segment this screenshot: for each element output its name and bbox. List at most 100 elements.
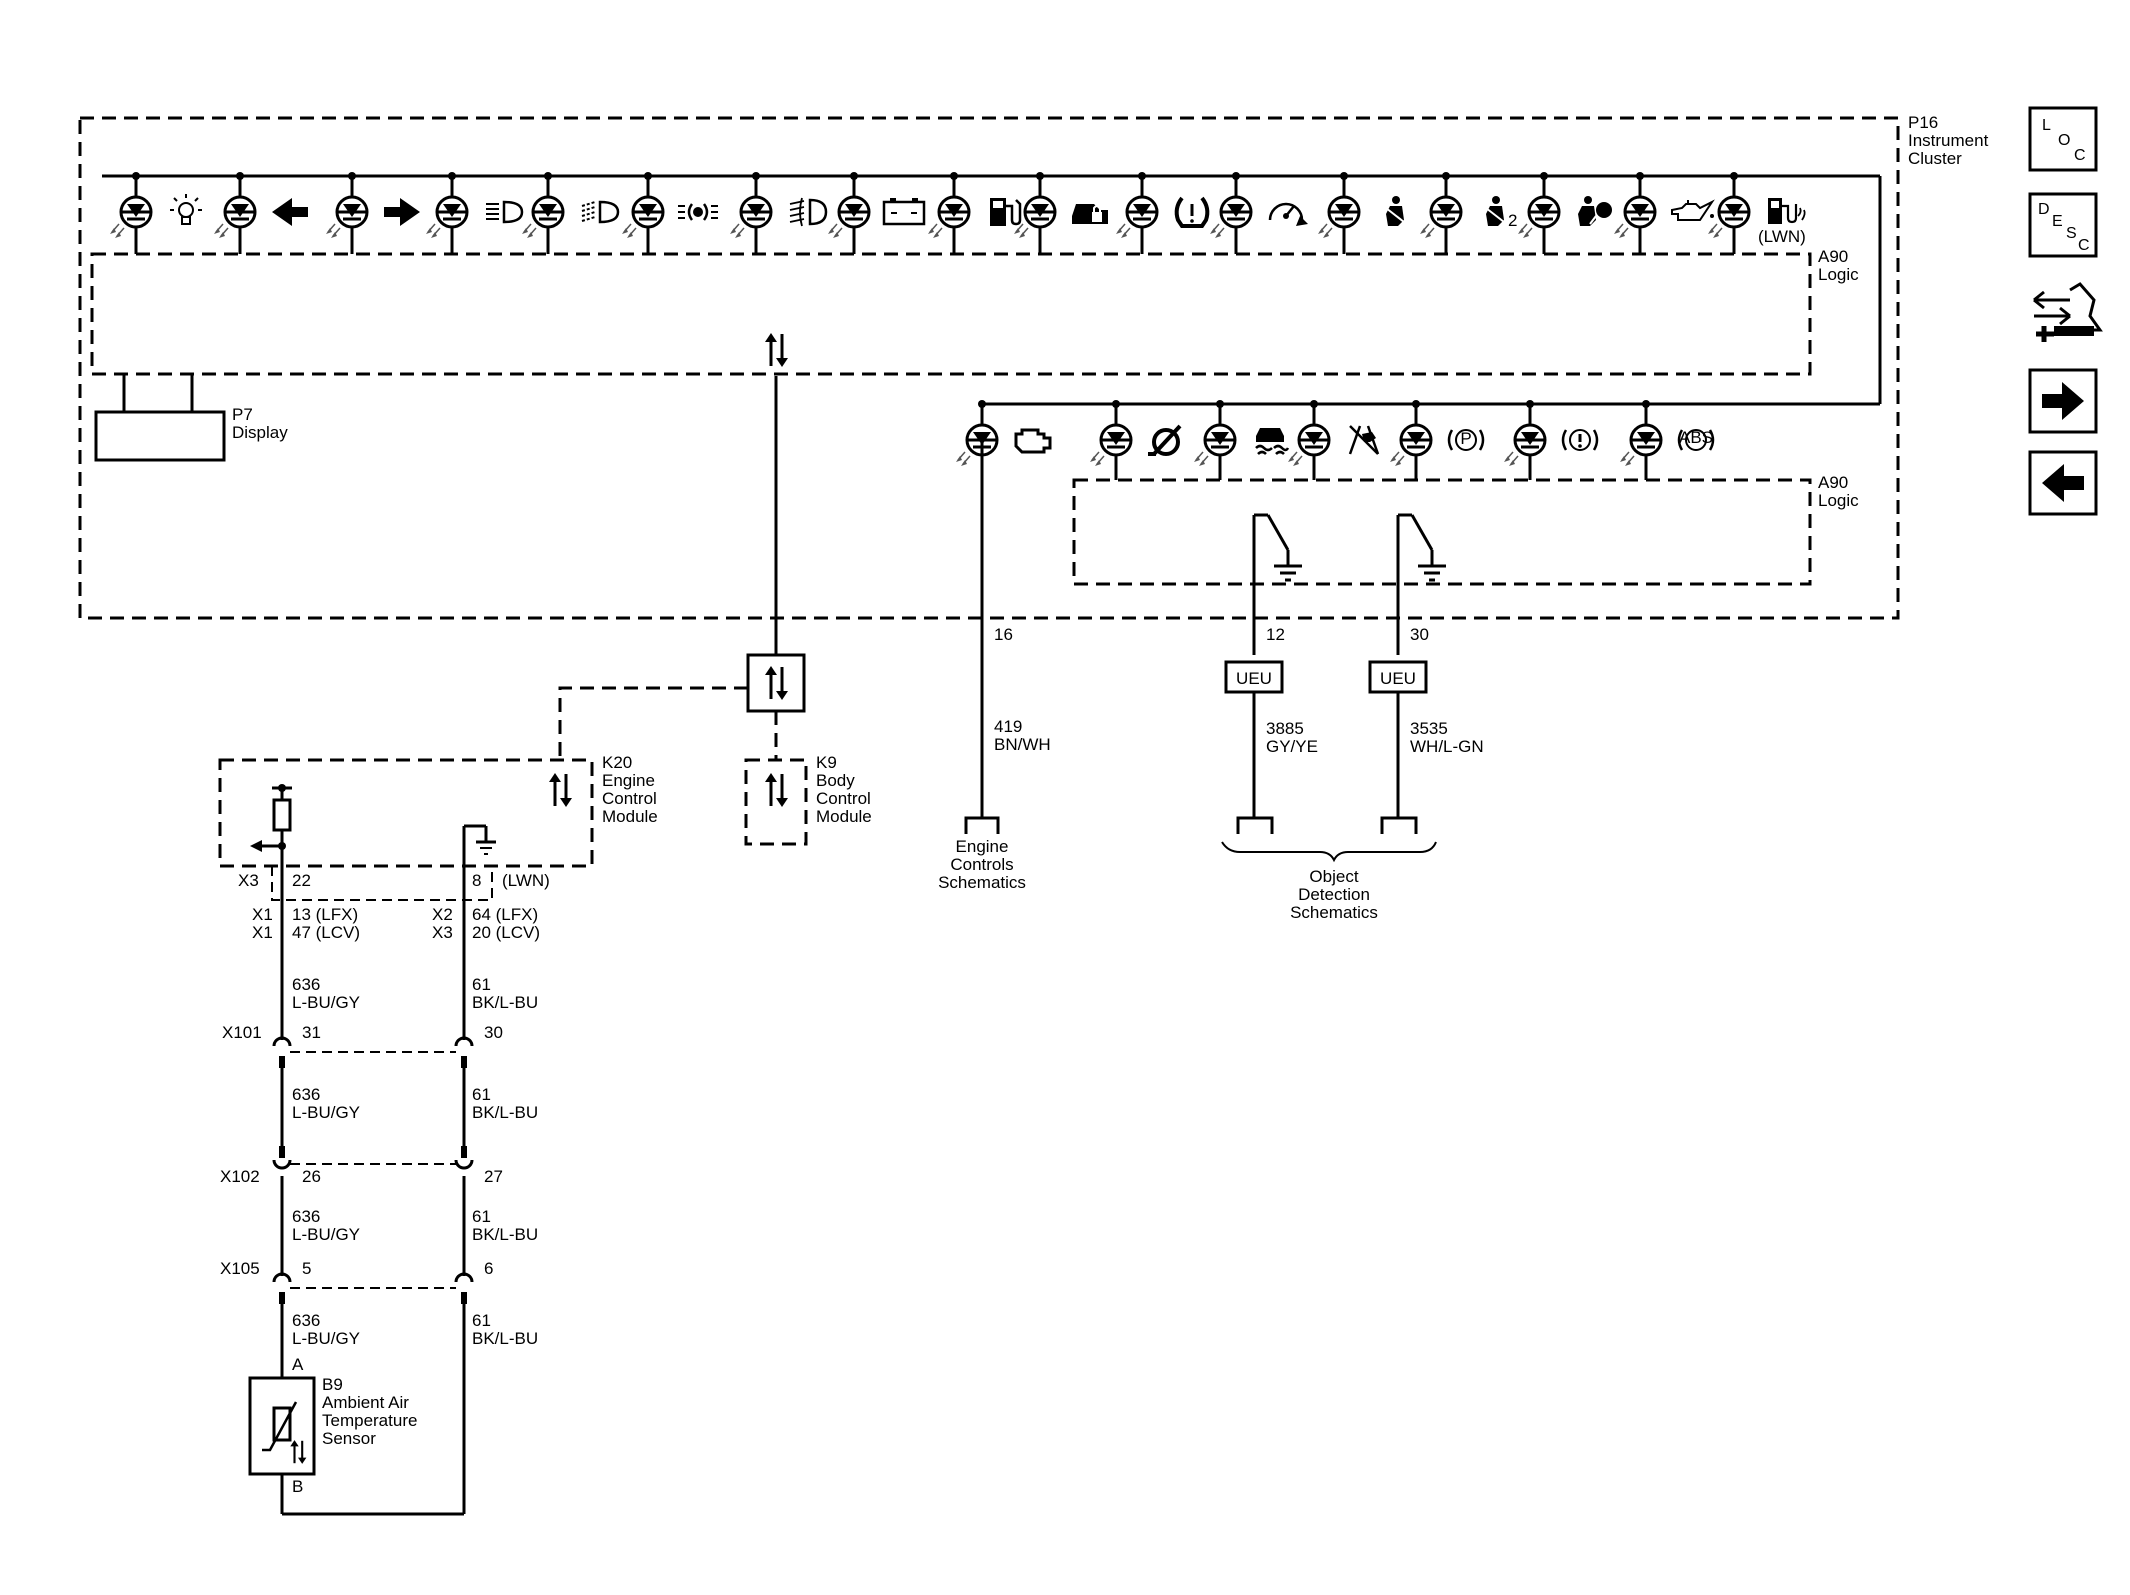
seat-belt-icon xyxy=(1385,196,1405,226)
brake-warning-icon xyxy=(1561,429,1599,451)
x105-conn: X105 xyxy=(220,1259,260,1278)
ecm-pin-lwn: (LWN) xyxy=(502,871,550,890)
od-ref-3: Schematics xyxy=(1290,903,1378,922)
tire-pressure-icon xyxy=(1174,196,1210,228)
previous-page-button[interactable] xyxy=(2028,450,2098,516)
indicator-lamp xyxy=(1114,195,1159,240)
x102-pin-left: 26 xyxy=(302,1167,321,1186)
ecm-connector-outline xyxy=(271,866,493,901)
bottom-lamp-row: P ABS xyxy=(954,400,1715,480)
x3-lcv-pin: 20 (LCV) xyxy=(472,923,540,942)
indicator-lamp xyxy=(1516,195,1561,240)
w2-left-color: L-BU/GY xyxy=(292,1103,360,1122)
indicator-lamp xyxy=(324,195,369,240)
indicator-lamp xyxy=(1316,195,1361,240)
logic-top-name: Logic xyxy=(1818,265,1859,284)
left-turn-arrow-icon xyxy=(272,198,308,226)
svg-text:ABS: ABS xyxy=(1679,428,1713,447)
x101-pin-right: 30 xyxy=(484,1023,503,1042)
sensor-name-3: Sensor xyxy=(322,1429,376,1448)
serial-gateway xyxy=(746,653,806,713)
sensor-name-1: Ambient Air xyxy=(322,1393,409,1412)
bcm-name-1: Body xyxy=(816,771,855,790)
indicator-lamp xyxy=(1502,423,1547,468)
passenger-seat-belt-icon xyxy=(1485,196,1505,226)
w4-left-circuit: 636 xyxy=(292,1311,320,1330)
battery-icon xyxy=(882,198,926,226)
next-page-button[interactable] xyxy=(2028,368,2098,434)
w4-right-color: BK/L-BU xyxy=(472,1329,538,1348)
indicator-lamp xyxy=(1208,195,1253,240)
indicator-lamp xyxy=(1418,195,1463,240)
sensor-pin-b: B xyxy=(292,1477,303,1496)
od-right-ueu-label: UEU xyxy=(1380,669,1416,688)
desc-button[interactable]: D E S C xyxy=(2028,192,2098,258)
x101-pin-left: 31 xyxy=(302,1023,321,1042)
ecm-module xyxy=(218,758,594,868)
connector-repair-icon[interactable] xyxy=(2033,282,2103,342)
od-left-color: GY/YE xyxy=(1266,737,1318,756)
od-left-ueu xyxy=(1224,660,1284,694)
w3-right-circuit: 61 xyxy=(472,1207,491,1226)
ecm-ref: K20 xyxy=(602,753,632,772)
loc-letter-o: O xyxy=(2058,132,2070,149)
engine-ref-1: Engine xyxy=(956,837,1009,856)
seat-index: 2 xyxy=(1508,211,1517,230)
od-ref-1: Object xyxy=(1309,867,1358,886)
indicator-lamp xyxy=(424,195,469,240)
serial-data-arrows xyxy=(765,333,788,367)
od-right-pin: 30 xyxy=(1410,625,1429,644)
logic-bottom-ref: A90 xyxy=(1818,473,1848,492)
w2-left-circuit: 636 xyxy=(292,1085,320,1104)
ecm-pullup-resistor xyxy=(250,784,292,852)
loc-button[interactable]: L O C xyxy=(2028,106,2098,172)
logic-top-box xyxy=(90,252,1812,376)
indicator-lamp xyxy=(1286,423,1331,468)
desc-letter-d: D xyxy=(2038,201,2050,218)
sensor-ref: B9 xyxy=(322,1375,343,1394)
ecm-pin-22: 22 xyxy=(292,871,311,890)
x2-lfx-conn: X2 xyxy=(432,905,453,924)
w1-right-circuit: 61 xyxy=(472,975,491,994)
gateway-to-ecm xyxy=(558,686,748,760)
indicator-lamp xyxy=(926,195,971,240)
indicator-lamp xyxy=(108,195,153,240)
cluster-boundary xyxy=(78,116,1900,620)
fog-lamp-icon xyxy=(789,197,828,227)
fuel-low-icon xyxy=(1768,198,1806,224)
indicator-lamp xyxy=(620,195,665,240)
od-switch-right xyxy=(1396,513,1446,655)
indicator-lamp xyxy=(1088,423,1133,468)
indicator-lamp xyxy=(1192,423,1237,468)
ecm-name-2: Control xyxy=(602,789,657,808)
x101-conn: X101 xyxy=(222,1023,262,1042)
od-left-circuit: 3885 xyxy=(1266,719,1304,738)
bcm-name-2: Control xyxy=(816,789,871,808)
indicator-lamp xyxy=(954,423,999,468)
airbag-icon xyxy=(1578,196,1612,226)
cluster-name-2: Cluster xyxy=(1908,149,1962,168)
cluster-name: Instrument xyxy=(1908,131,1989,150)
check-engine-icon xyxy=(1014,428,1052,454)
w4-left-color: L-BU/GY xyxy=(292,1329,360,1348)
od-left-ueu-label: UEU xyxy=(1236,669,1272,688)
door-lock-icon xyxy=(1072,204,1108,224)
x2-lfx-pin: 64 (LFX) xyxy=(472,905,538,924)
indicator-lamp xyxy=(212,195,257,240)
left-arrow-icon xyxy=(2042,464,2084,502)
x1-lfx-pin: 13 (LFX) xyxy=(292,905,358,924)
x1-lcv-conn: X1 xyxy=(252,923,273,942)
svg-text:P: P xyxy=(1460,429,1471,448)
fuel-pump-icon xyxy=(990,198,1022,226)
loc-letter-c: C xyxy=(2074,147,2086,164)
abs-icon: ABS xyxy=(1677,428,1715,451)
engine-circuit-num: 419 xyxy=(994,717,1022,736)
right-arrow-icon xyxy=(2042,382,2084,420)
engine-ref-arrow xyxy=(964,816,1000,834)
indicator-lamp xyxy=(1612,195,1657,240)
w1-left-circuit: 636 xyxy=(292,975,320,994)
w2-right-circuit: 61 xyxy=(472,1085,491,1104)
lane-off-icon xyxy=(1348,425,1380,455)
display-ref: P7 xyxy=(232,405,253,424)
x102-conn: X102 xyxy=(220,1167,260,1186)
